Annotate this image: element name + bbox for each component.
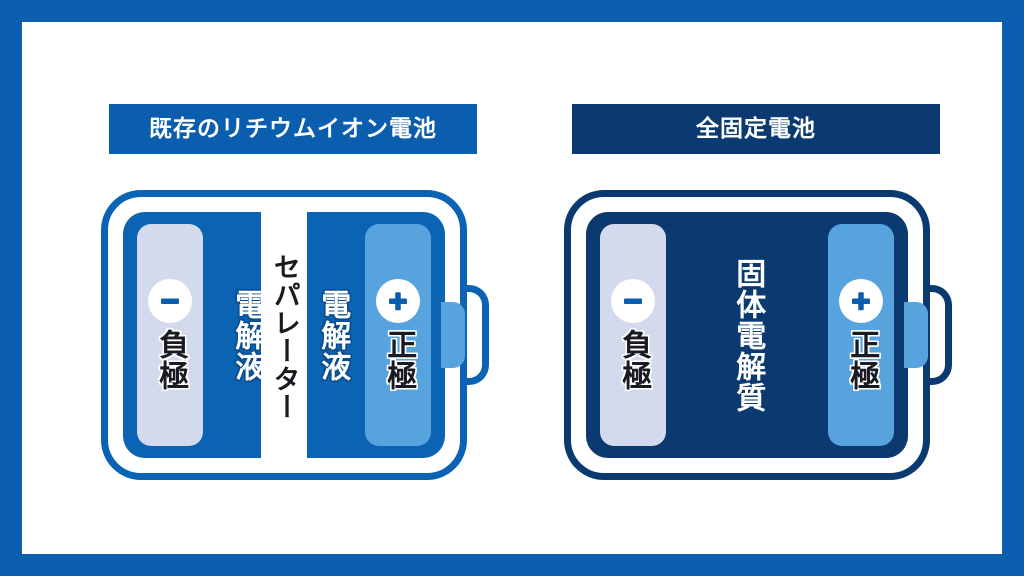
- minus-sign-icon: [148, 279, 192, 323]
- separator-region: セパレーター: [261, 212, 307, 458]
- cathode-label-conventional: 正極: [381, 329, 417, 391]
- cathode-block-solid-state: 正極: [828, 224, 894, 446]
- solid-electrolyte-region: 固体電解質: [586, 212, 908, 458]
- anode-label-solid-state: 負極: [616, 329, 652, 391]
- electrolyte-label-left: 電解液: [229, 288, 265, 382]
- solid-electrolyte-label: 固体電解質: [730, 257, 766, 413]
- battery-diagram-solid-state: 固体電解質 負極: [564, 190, 956, 480]
- battery-terminal-fill-conventional: [441, 302, 465, 368]
- panel-title-conventional-label: 既存のリチウムイオン電池: [149, 115, 437, 142]
- plus-sign-icon: [839, 279, 883, 323]
- battery-body-solid-state: 固体電解質 負極: [586, 212, 908, 458]
- battery-diagram-conventional: 負極 電解液 セパレーター 電解液: [101, 190, 493, 480]
- battery-terminal-fill-solid-state: [904, 302, 928, 368]
- separator-label: セパレーター: [268, 253, 300, 421]
- electrolyte-region-left: 電解液: [203, 212, 289, 458]
- panel-title-solid-state: 全固定電池: [572, 104, 940, 154]
- panel-title-solid-state-label: 全固定電池: [696, 115, 816, 142]
- anode-block-solid-state: 負極: [600, 224, 666, 446]
- electrolyte-label-right: 電解液: [315, 288, 351, 382]
- panel-all-solid-state: 全固定電池 固体電解質: [550, 22, 990, 554]
- slide-canvas: 既存のリチウムイオン電池 負極: [22, 22, 1002, 554]
- plus-sign-icon: [376, 279, 420, 323]
- panel-conventional-lithium-ion: 既存のリチウムイオン電池 負極: [87, 22, 527, 554]
- anode-block-conventional: 負極: [137, 224, 203, 446]
- cathode-label-solid-state: 正極: [844, 329, 880, 391]
- battery-body-conventional: 負極 電解液 セパレーター 電解液: [123, 212, 445, 458]
- panel-title-conventional: 既存のリチウムイオン電池: [109, 104, 477, 154]
- anode-label-conventional: 負極: [153, 329, 189, 391]
- minus-sign-icon: [611, 279, 655, 323]
- electrolyte-region-right: 電解液: [289, 212, 375, 458]
- cathode-block-conventional: 正極: [365, 224, 431, 446]
